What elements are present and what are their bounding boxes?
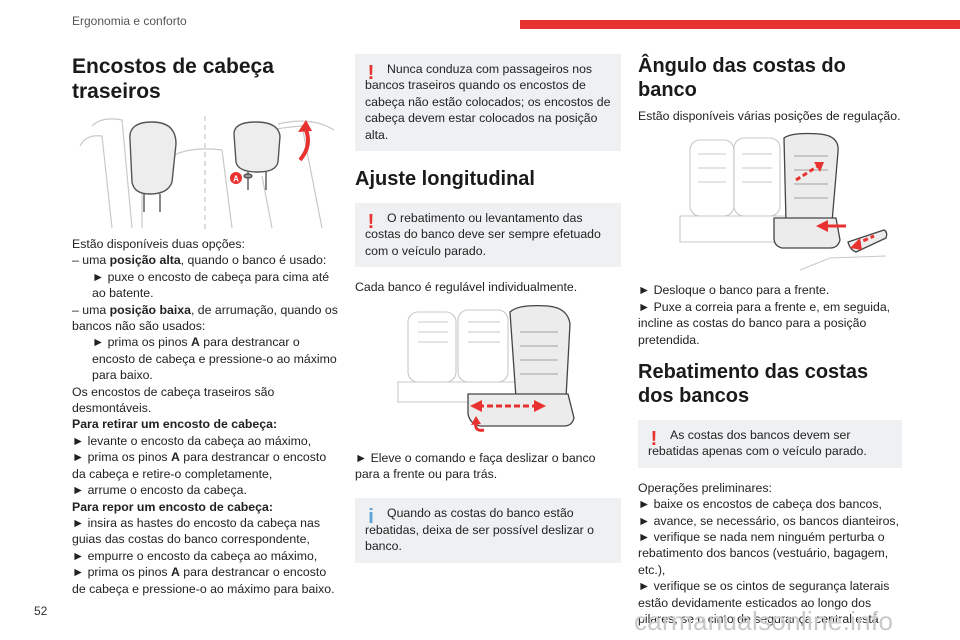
backrest-step-2: ► Puxe a correia para a frente e, em seg… — [638, 299, 891, 347]
removable-note: Os encostos de cabeça traseiros são desm… — [72, 384, 275, 416]
column-longitudinal: ! Nunca conduza com passageiros nos banc… — [355, 54, 621, 563]
backrest-intro: Estão disponíveis várias posições de reg… — [638, 109, 901, 123]
heading-backrest-angle: Ângulo das costas do banco — [638, 55, 846, 101]
info-note-slide: i Quando as costas do banco estão rebati… — [355, 498, 621, 563]
refit-step-1: ► insira as hastes do encosto da cabeça … — [72, 515, 321, 547]
header-accent-bar — [520, 20, 960, 29]
option-low-step: ► prima os pinos A para destrancar o enc… — [92, 335, 337, 383]
heading-backrest-folding: Rebatimento das costas dos bancos — [638, 361, 869, 408]
option-low: – uma posição baixa, de arrumação, quand… — [72, 302, 338, 334]
warning-icon: ! — [367, 211, 375, 234]
prelim-step-4: ► verifique se os cintos de segurança la… — [638, 579, 890, 627]
warning-note-fold: ! O rebatimento ou levantamento das cost… — [355, 203, 621, 268]
section-title: Ergonomia e conforto — [72, 14, 187, 28]
prelim-step-1: ► baixe os encostos de cabeça dos bancos… — [638, 497, 882, 512]
heading-longitudinal: Ajuste longitudinal — [355, 168, 535, 191]
headrest-illustration: A — [79, 116, 335, 232]
warning-note-headrests: ! Nunca conduza com passageiros nos banc… — [355, 54, 621, 152]
page-number: 52 — [34, 604, 48, 618]
remove-step-3: ► arrume o encosto da cabeça. — [72, 483, 247, 498]
longitudinal-step: ► Eleve o comando e faça deslizar o banc… — [355, 450, 596, 482]
pin-marker-label: A — [233, 175, 239, 184]
headrest-instructions: Estão disponíveis duas opções: – uma pos… — [72, 236, 340, 597]
watermark: carmanualsonline.info — [634, 606, 894, 636]
backrest-angle-illustration — [679, 133, 888, 271]
seat-slide-illustration — [397, 304, 575, 432]
prelim-step-3: ► verifique se nada nem ninguém perturba… — [638, 530, 889, 577]
preliminary-operations: Operações preliminares: ► baixe os encos… — [638, 480, 902, 628]
backrest-step-1: ► Desloque o banco para a frente. — [638, 283, 830, 298]
longitudinal-intro: Cada banco é regulável individualmente. — [355, 280, 578, 295]
prelim-step-2: ► avance, se necessário, os bancos diant… — [638, 513, 899, 528]
warning-note-folding: ! As costas dos bancos devem ser rebatid… — [638, 420, 902, 468]
info-icon: i — [368, 506, 374, 529]
column-backrest: Ângulo das costas do banco Estão disponí… — [638, 54, 902, 628]
options-intro: Estão disponíveis duas opções: — [72, 237, 245, 251]
remove-title: Para retirar um encosto de cabeça: — [72, 417, 278, 432]
option-high-step: ► puxe o encosto de cabeça para cima até… — [92, 269, 330, 301]
heading-rear-headrests: Encostos de cabeça traseiros — [72, 55, 274, 103]
warning-icon: ! — [367, 62, 375, 84]
column-headrests: Encostos de cabeça traseiros A Estão dis… — [72, 54, 340, 597]
refit-title: Para repor um encosto de cabeça: — [72, 499, 273, 514]
warning-icon: ! — [650, 428, 658, 451]
option-high: – uma posição alta, quando o banco é usa… — [72, 253, 327, 268]
prelim-title: Operações preliminares: — [638, 480, 772, 495]
refit-step-3: ► prima os pinos A para destrancar o enc… — [72, 565, 335, 596]
refit-step-2: ► empurre o encosto da cabeça ao máximo, — [72, 548, 318, 563]
remove-step-1: ► levante o encosto da cabeça ao máximo, — [72, 433, 312, 448]
remove-step-2: ► prima os pinos A para destrancar o enc… — [72, 450, 327, 481]
